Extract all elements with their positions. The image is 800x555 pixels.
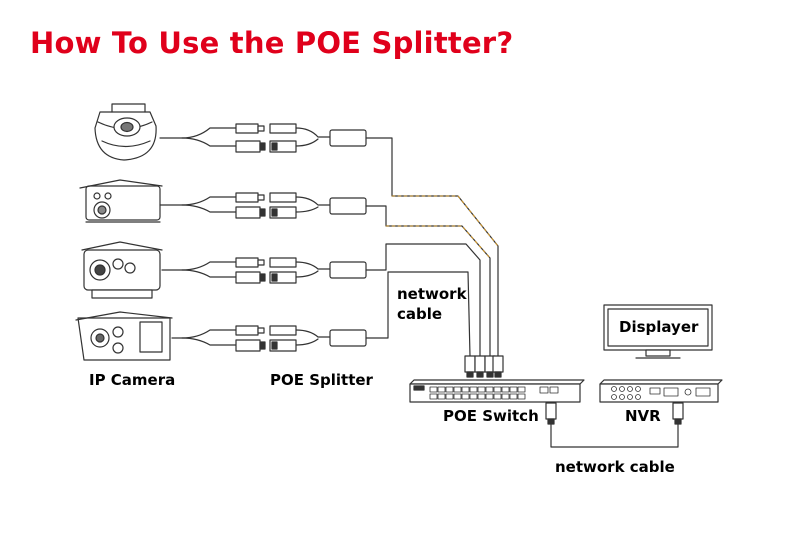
camera-connectors	[235, 123, 266, 352]
network-cables-to-switch	[365, 137, 499, 357]
bullet-camera-large-icon	[75, 311, 173, 361]
dome-camera-icon	[94, 103, 157, 161]
box-camera-icon	[81, 241, 163, 299]
network-cable-bottom-label: network cable	[555, 458, 675, 476]
poe-switch-label: POE Switch	[443, 407, 539, 425]
displayer-monitor-icon	[603, 304, 713, 359]
network-cable-label-line1: network	[397, 285, 467, 303]
poe-splitter-icons	[269, 123, 367, 352]
displayer-label: Displayer	[619, 318, 699, 336]
camera-pigtail-cables	[159, 127, 237, 346]
network-cable-label-line2: cable	[397, 305, 443, 323]
diagram-title: How To Use the POE Splitter?	[30, 26, 514, 60]
poe-splitter-label: POE Splitter	[270, 371, 373, 389]
nvr-icon	[599, 379, 723, 403]
rj45-plugs	[464, 355, 504, 378]
nvr-label: NVR	[625, 407, 661, 425]
bullet-camera-icon	[79, 179, 163, 223]
poe-switch-icon	[409, 379, 585, 403]
switch-to-nvr-cable	[545, 402, 684, 448]
ip-camera-label: IP Camera	[89, 371, 176, 389]
